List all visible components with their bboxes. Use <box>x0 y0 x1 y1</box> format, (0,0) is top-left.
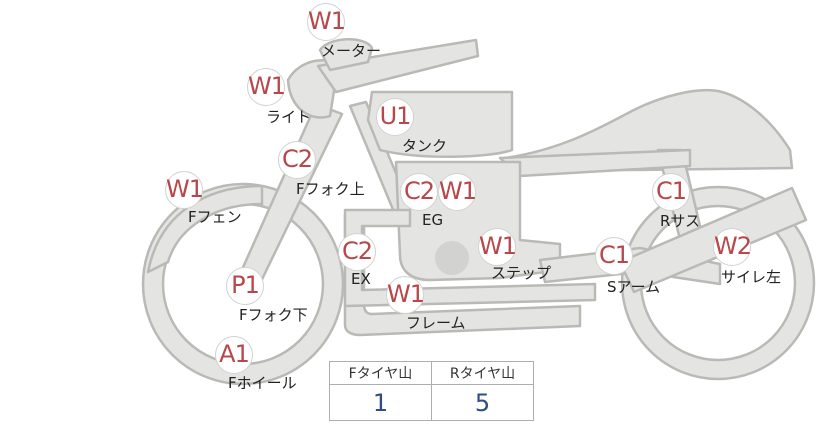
tank-code-badge[interactable]: U1 <box>376 98 414 136</box>
rear-suspension-label: Rサス <box>660 212 701 230</box>
engine-code-badge-2[interactable]: W1 <box>438 173 477 211</box>
front-fork-upper-code-badge[interactable]: C2 <box>278 141 316 179</box>
exhaust-label: EX <box>351 270 371 288</box>
front-wheel-label: Fホイール <box>228 374 297 392</box>
muffler-left-label: サイレ左 <box>721 268 782 286</box>
exhaust-pipe <box>343 208 597 308</box>
rear-suspension-code-badge[interactable]: C1 <box>652 173 690 211</box>
front-fender-label: Fフェン <box>188 208 242 226</box>
handlebar-shape <box>316 38 480 94</box>
seat-shape <box>503 88 794 172</box>
tank-label: タンク <box>402 137 448 155</box>
swing-arm-label: Sアーム <box>607 278 661 296</box>
front-tire-value[interactable]: 1 <box>329 384 432 421</box>
front-fork-lower-code-badge[interactable]: P1 <box>226 267 264 305</box>
engine-label: EG <box>422 211 444 229</box>
tire-table-header-row: Fタイヤ山 Rタイヤ山 <box>329 361 534 385</box>
front-fork-lower-label: Fフォク下 <box>239 306 308 324</box>
front-wheel-code-badge[interactable]: A1 <box>215 336 253 374</box>
meter-code-badge[interactable]: W1 <box>307 3 346 41</box>
front-fender-code-badge[interactable]: W1 <box>165 171 204 209</box>
front-tire-header: Fタイヤ山 <box>329 361 432 385</box>
engine-cover <box>435 241 469 275</box>
front-fender-shape <box>146 184 264 274</box>
frame-label: フレーム <box>406 314 466 332</box>
exhaust-code-badge[interactable]: C2 <box>338 233 376 271</box>
frame-code-badge[interactable]: W1 <box>386 276 425 314</box>
rear-tire-header: Rタイヤ山 <box>431 361 534 385</box>
rear-tire-value[interactable]: 5 <box>431 384 534 421</box>
swing-arm-code-badge[interactable]: C1 <box>595 237 633 275</box>
engine-code-badge-1[interactable]: C2 <box>400 173 438 211</box>
frame-lower <box>343 213 582 337</box>
light-label: ライト <box>266 108 312 126</box>
step-label: ステップ <box>491 264 552 282</box>
tire-table-value-row: 1 5 <box>329 384 534 421</box>
meter-label: メーター <box>321 42 382 60</box>
step-code-badge[interactable]: W1 <box>478 228 517 266</box>
muffler-left-code-badge[interactable]: W2 <box>713 228 752 266</box>
tire-tread-table: Fタイヤ山 Rタイヤ山 1 5 <box>329 361 534 421</box>
light-code-badge[interactable]: W1 <box>247 68 286 106</box>
front-fork-upper-label: Fフォク上 <box>296 180 365 198</box>
meter-shape <box>318 38 374 72</box>
